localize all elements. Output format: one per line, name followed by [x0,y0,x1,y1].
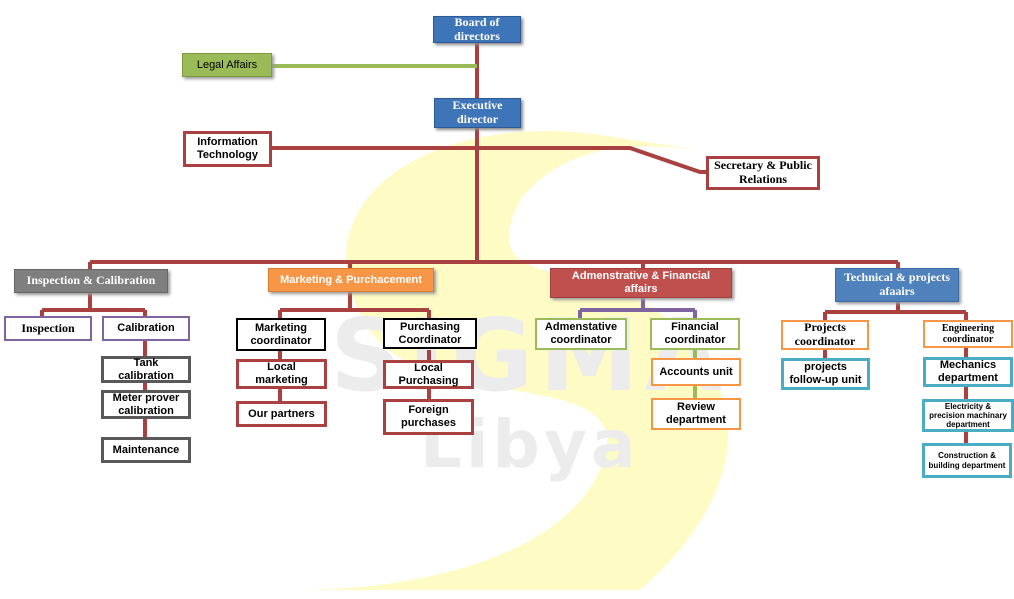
foreign-label: Foreign purchases [400,404,457,429]
inspection-box: Inspection [4,316,92,341]
engineering-coordinator-box: Engineering coordinator [923,320,1013,348]
foreign-purchases-box: Foreign purchases [383,399,474,435]
accounts-label: Accounts unit [659,365,733,378]
construction-building-box: Construction & building department [922,443,1012,478]
construction-label: Construction & building department [928,451,1006,470]
meter-label: Meter prover calibration [112,391,180,417]
inspection-division-label: Inspection & Calibration [26,273,156,288]
meter-prover-box: Meter prover calibration [101,390,191,419]
technical-projects-box: Technical & projects afaairs [835,268,959,302]
executive-director-box: Executive director [434,98,521,128]
marketing-division-label: Marketing & Purchacement [280,273,422,286]
accounts-unit-box: Accounts unit [651,358,741,386]
technical-division-label: Technical & projects afaairs [844,270,950,298]
local-marketing-label: Local marketing [255,361,308,386]
projects-followup-box: projects follow-up unit [781,358,870,390]
mechanics-label: Mechanics department [938,359,998,384]
board-of-directors-box: Board of directors [433,14,521,43]
projects-coordinator-box: Projects coordinator [781,320,869,350]
financial-coordinator-box: Financial coordinator [650,318,740,350]
legal-affairs-box: Legal Affairs [182,53,272,77]
marketing-purchacement-box: Marketing & Purchacement [268,268,434,292]
inspection-label: Inspection [21,320,75,335]
svg-text:SIGMA: SIGMA [330,297,728,414]
tank-label: Tank calibration [118,356,174,382]
admin-financial-box: Admenstrative & Financial affairs [550,268,732,298]
mechanics-department-box: Mechanics department [923,357,1013,387]
inspection-calibration-box: Inspection & Calibration [14,269,168,293]
followup-label: projects follow-up unit [789,361,862,386]
projects-coord-label: Projects coordinator [794,320,856,348]
tank-calibration-box: Tank calibration [101,356,191,383]
admin-coordinator-box: Admenstative coordinator [535,318,627,350]
purchasing-coord-label: Purchasing Coordinator [398,320,462,346]
calibration-label: Calibration [117,322,175,335]
maintenance-box: Maintenance [101,437,191,463]
purchasing-coordinator-box: Purchasing Coordinator [383,318,477,349]
admin-division-label: Admenstrative & Financial affairs [571,270,711,295]
engineering-coord-label: Engineering coordinator [941,322,995,346]
local-purchasing-box: Local Purchasing [383,360,474,389]
admin-coord-label: Admenstative coordinator [544,321,618,346]
legal-label: Legal Affairs [196,58,258,71]
review-department-box: Review department [651,398,741,430]
executive-label: Executive director [452,98,503,126]
maintenance-label: Maintenance [112,443,180,456]
board-label: Board of directors [454,14,500,43]
secretary-public-relations-box: Secretary & Public Relations [706,156,820,190]
partners-label: Our partners [248,407,315,420]
electricity-precision-box: Electricity & precision machinary depart… [922,399,1014,432]
electricity-label: Electricity & precision machinary depart… [929,401,1007,430]
review-label: Review department [666,401,726,426]
it-label: Information Technology [197,136,258,161]
financial-coord-label: Financial coordinator [664,321,726,346]
calibration-box: Calibration [102,316,190,341]
secretary-label: Secretary & Public Relations [714,158,812,186]
our-partners-box: Our partners [236,401,327,427]
marketing-coordinator-box: Marketing coordinator [236,318,326,351]
information-technology-box: Information Technology [183,131,272,167]
local-purchasing-label: Local Purchasing [398,361,459,387]
marketing-coord-label: Marketing coordinator [250,321,312,347]
local-marketing-box: Local marketing [236,359,327,389]
